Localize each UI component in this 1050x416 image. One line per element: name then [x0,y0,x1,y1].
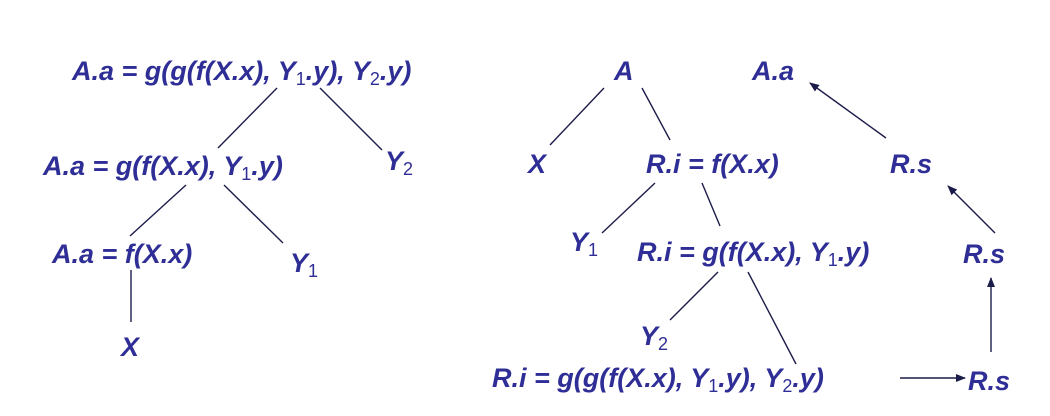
right-y2-node: Y2 [640,321,669,354]
edge-left-mid-low [129,184,187,237]
synth-rs-top-node: R.s [890,149,933,179]
synth-rs-bot-node: R.s [968,366,1011,396]
left-mid-node: A.a = g(f(X.x), Y1.y) [43,151,283,184]
edge-left-mid-y1 [223,184,284,244]
arrow-rs-top-to-aa [809,82,887,139]
edge-right-ri1-ri2 [701,182,721,227]
left-low-node: A.a = f(X.x) [52,239,193,269]
edge-right-ri2-y2 [669,271,719,321]
arrow-rs-mid-to-rs-top [947,185,996,234]
edge-left-root-mid [217,87,278,149]
left-y2-node: Y2 [385,146,414,179]
synth-rs-mid-node: R.s [963,239,1006,269]
edge-right-ri2-ri3 [747,271,797,365]
synth-aa-node: A.a [752,56,795,86]
right-y1-node: Y1 [570,227,599,260]
edge-left-root-y2 [319,87,383,151]
left-x-node: X [121,332,140,362]
right-ri3-node: R.i = g(g(f(X.x), Y1.y), Y2.y) [492,363,824,396]
left-root-node: A.a = g(g(f(X.x), Y1.y), Y2.y) [72,56,412,89]
edge-right-a-x [549,87,605,146]
left-y1-node: Y1 [290,248,319,281]
edge-right-ri1-y1 [601,182,656,234]
right-ri2-node: R.i = g(f(X.x), Y1.y) [637,237,870,270]
edge-right-a-ri1 [641,87,671,141]
right-a-node: A [614,56,634,86]
right-ri1-node: R.i = f(X.x) [646,149,779,179]
right-x-node: X [528,149,547,179]
